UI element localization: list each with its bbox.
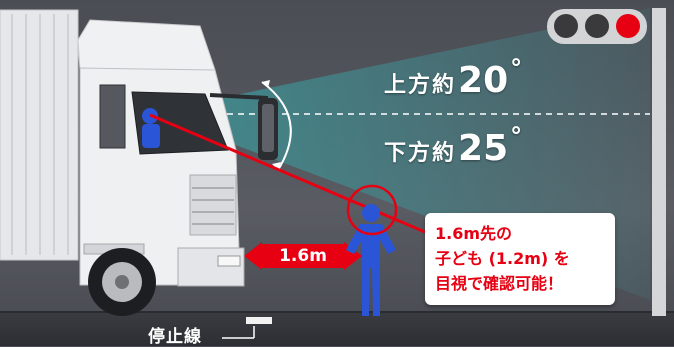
stop-line-marker: [222, 317, 272, 339]
upper-angle-value: 20: [458, 60, 509, 101]
truck: [0, 9, 278, 316]
signal-green-lamp: [554, 14, 578, 38]
visibility-callout: 1.6m先の 子ども (1.2m) を 目視で確認可能！: [425, 213, 615, 305]
lower-angle-label: 下方約25°: [384, 122, 522, 169]
lower-angle-value: 25: [458, 128, 509, 169]
upper-angle-prefix: 上方約: [384, 73, 457, 98]
upper-degree-symbol: °: [510, 54, 523, 82]
lower-degree-symbol: °: [510, 122, 523, 150]
signal-pole: [652, 8, 666, 316]
child-figure: [346, 204, 396, 316]
traffic-light: [547, 9, 647, 44]
signal-yellow-lamp: [585, 14, 609, 38]
callout-line-3: 目視で確認可能！: [435, 274, 564, 293]
upper-angle-label: 上方約20°: [384, 54, 522, 101]
callout-line-2: 子ども (1.2m) を: [435, 249, 570, 268]
child-highlight-ring: [346, 184, 398, 236]
lower-angle-prefix: 下方約: [384, 141, 457, 166]
signal-red-lamp: [616, 14, 640, 38]
distance-arrow: [244, 242, 362, 270]
child-head: [362, 204, 380, 222]
callout-line-1: 1.6m先の: [435, 224, 513, 243]
distance-label: 1.6m: [279, 246, 327, 266]
stop-line-label: 停止線: [148, 327, 202, 347]
view-angle-arc: [261, 81, 292, 171]
road: [0, 312, 674, 346]
